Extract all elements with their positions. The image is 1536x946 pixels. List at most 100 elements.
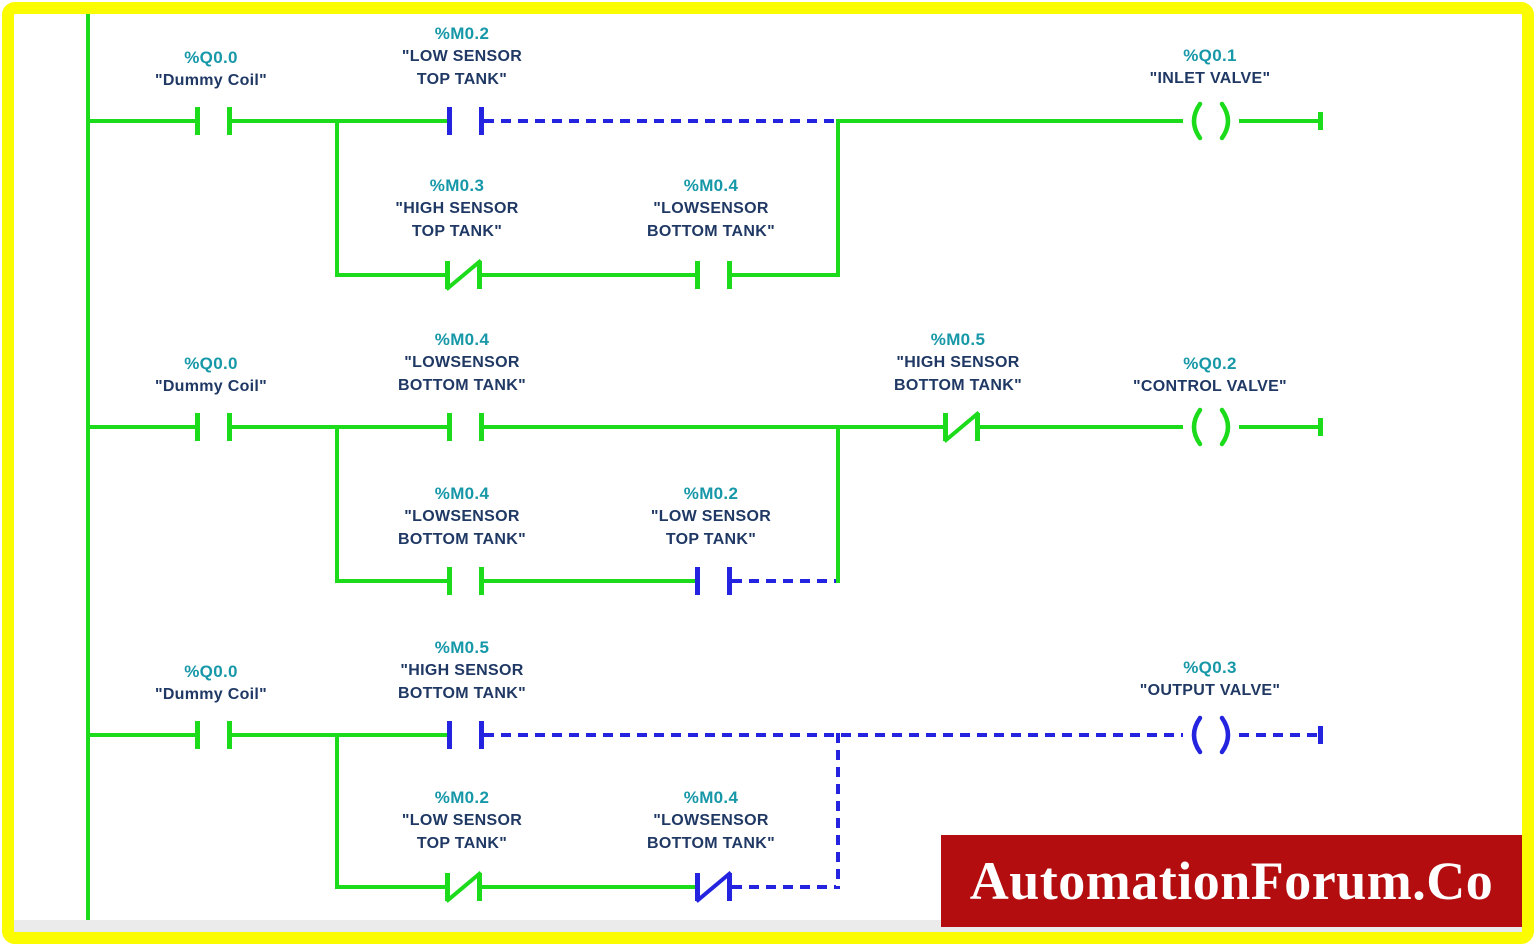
- operand-label-m0-2[interactable]: %M0.2 "LOW SENSOR TOP TANK": [402, 22, 522, 91]
- rung2-branch-wire: [335, 579, 447, 583]
- rung2-branch-wire: [484, 579, 695, 583]
- rung1-branch-up-wire: [836, 119, 840, 277]
- operand-label-q0-0[interactable]: %Q0.0 "Dummy Coil": [155, 352, 267, 398]
- operand-label-q0-1[interactable]: %Q0.1 "INLET VALVE": [1150, 44, 1271, 90]
- operand-address: %Q0.2: [1183, 354, 1237, 373]
- operand-name: TOP TANK": [416, 71, 508, 88]
- rung2-branch-down-wire: [335, 425, 339, 583]
- rung1-no-contact-dummy-coil[interactable]: [195, 107, 232, 135]
- operand-name: TOP TANK": [416, 835, 508, 852]
- operand-name: BOTTOM TANK": [398, 685, 526, 702]
- rung2-wire: [88, 425, 195, 429]
- operand-address: %M0.5: [434, 638, 490, 657]
- rung3-coil-output-valve[interactable]: [1183, 713, 1239, 757]
- coil-icon: [1191, 715, 1231, 755]
- rung3-no-contact-high-sensor-bottom-tank[interactable]: [447, 721, 484, 749]
- rung3-branch-down-wire: [335, 733, 339, 889]
- rung3-wire: [232, 733, 447, 737]
- rung1-nc-contact-high-sensor-top-tank[interactable]: [445, 258, 482, 291]
- operand-name: "OUTPUT VALVE": [1139, 682, 1281, 699]
- rung2-coil-control-valve[interactable]: [1183, 405, 1239, 449]
- operand-label-q0-2[interactable]: %Q0.2 "CONTROL VALVE": [1133, 352, 1287, 398]
- operand-address: %Q0.0: [184, 354, 238, 373]
- rung2-no-contact-lowsensor-bottom-tank[interactable]: [447, 413, 484, 441]
- rung2-wire: [232, 425, 447, 429]
- rung2-end-tick: [1318, 418, 1323, 436]
- operand-name: TOP TANK": [411, 223, 503, 240]
- rung2-branch-wire-deenergized: [732, 579, 836, 583]
- coil-icon: [1191, 101, 1231, 141]
- rung2-wire: [484, 425, 943, 429]
- rung1-branch-down-wire: [335, 119, 339, 277]
- operand-name: "HIGH SENSOR: [400, 662, 524, 679]
- operand-name: "LOWSENSOR: [404, 354, 520, 371]
- operand-name: "LOWSENSOR: [404, 508, 520, 525]
- operand-address: %Q0.0: [184, 662, 238, 681]
- operand-address: %M0.4: [683, 176, 739, 195]
- rung2-no-contact-low-sensor-top-tank[interactable]: [695, 567, 732, 595]
- rung3-wire-deenergized: [484, 733, 1183, 737]
- rung1-wire: [88, 119, 195, 123]
- operand-label-q0-0[interactable]: %Q0.0 "Dummy Coil": [155, 660, 267, 706]
- operand-name: "INLET VALVE": [1149, 70, 1271, 87]
- rung1-wire: [836, 119, 1183, 123]
- rung3-wire: [88, 733, 195, 737]
- operand-name: BOTTOM TANK": [647, 835, 775, 852]
- operand-label-m0-5[interactable]: %M0.5 "HIGH SENSOR BOTTOM TANK": [398, 636, 526, 705]
- coil-icon: [1191, 407, 1231, 447]
- rung3-branch-wire-deenergized: [732, 885, 836, 889]
- operand-name: BOTTOM TANK": [398, 377, 526, 394]
- rung3-branch-wire: [482, 885, 695, 889]
- operand-label-m0-4-branch[interactable]: %M0.4 "LOWSENSOR BOTTOM TANK": [647, 786, 775, 855]
- operand-name: "HIGH SENSOR: [395, 200, 519, 217]
- operand-label-m0-3[interactable]: %M0.3 "HIGH SENSOR TOP TANK": [395, 174, 518, 243]
- rung1-branch-wire: [482, 273, 695, 277]
- rung1-branch-wire: [335, 273, 445, 277]
- rung2-nc-contact-high-sensor-bottom-tank[interactable]: [943, 410, 980, 443]
- rung2-no-contact-dummy-coil[interactable]: [195, 413, 232, 441]
- rung1-no-contact-lowsensor-bottom-tank[interactable]: [695, 261, 732, 289]
- watermark-banner: AutomationForum.Co: [941, 835, 1522, 927]
- rung1-wire: [1239, 119, 1318, 123]
- operand-label-m0-4[interactable]: %M0.4 "LOWSENSOR BOTTOM TANK": [647, 174, 775, 243]
- operand-name: TOP TANK": [665, 531, 757, 548]
- operand-name: "LOW SENSOR: [401, 48, 523, 65]
- operand-address: %Q0.1: [1183, 46, 1237, 65]
- operand-label-m0-2-branch[interactable]: %M0.2 "LOW SENSOR TOP TANK": [402, 786, 522, 855]
- operand-name: "LOWSENSOR: [653, 200, 769, 217]
- operand-label-q0-3[interactable]: %Q0.3 "OUTPUT VALVE": [1140, 656, 1281, 702]
- operand-address: %Q0.0: [184, 48, 238, 67]
- operand-label-m0-4-branch[interactable]: %M0.4 "LOWSENSOR BOTTOM TANK": [398, 482, 526, 551]
- power-rail: [86, 13, 90, 920]
- rung3-wire-deenergized: [1239, 733, 1318, 737]
- operand-name: "HIGH SENSOR: [896, 354, 1020, 371]
- rung1-coil-inlet-valve[interactable]: [1183, 99, 1239, 143]
- rung2-branch-up-wire: [836, 425, 840, 583]
- operand-label-q0-0[interactable]: %Q0.0 "Dummy Coil": [155, 46, 267, 92]
- operand-address: %M0.2: [434, 788, 490, 807]
- operand-address: %M0.2: [434, 24, 490, 43]
- operand-address: %M0.4: [434, 484, 490, 503]
- rung2-no-contact-lowsensor-bottom-tank-branch[interactable]: [447, 567, 484, 595]
- operand-address: %M0.3: [429, 176, 485, 195]
- operand-address: %M0.2: [683, 484, 739, 503]
- operand-label-m0-4[interactable]: %M0.4 "LOWSENSOR BOTTOM TANK": [398, 328, 526, 397]
- rung1-no-contact-low-sensor-top-tank[interactable]: [447, 107, 484, 135]
- operand-name: "CONTROL VALVE": [1133, 378, 1287, 395]
- operand-address: %Q0.3: [1183, 658, 1237, 677]
- operand-name: "LOW SENSOR: [650, 508, 772, 525]
- rung3-nc-contact-low-sensor-top-tank[interactable]: [445, 870, 482, 903]
- rung3-end-tick: [1318, 726, 1323, 744]
- rung3-nc-contact-lowsensor-bottom-tank[interactable]: [695, 870, 732, 903]
- rung1-wire-deenergized: [484, 119, 836, 123]
- operand-name: "Dummy Coil": [154, 686, 268, 703]
- rung2-wire: [1239, 425, 1318, 429]
- rung3-no-contact-dummy-coil[interactable]: [195, 721, 232, 749]
- operand-label-m0-2-branch[interactable]: %M0.2 "LOW SENSOR TOP TANK": [651, 482, 771, 551]
- operand-name: BOTTOM TANK": [647, 223, 775, 240]
- operand-address: %M0.4: [434, 330, 490, 349]
- operand-name: BOTTOM TANK": [398, 531, 526, 548]
- operand-label-m0-5[interactable]: %M0.5 "HIGH SENSOR BOTTOM TANK": [894, 328, 1022, 397]
- rung2-wire: [980, 425, 1183, 429]
